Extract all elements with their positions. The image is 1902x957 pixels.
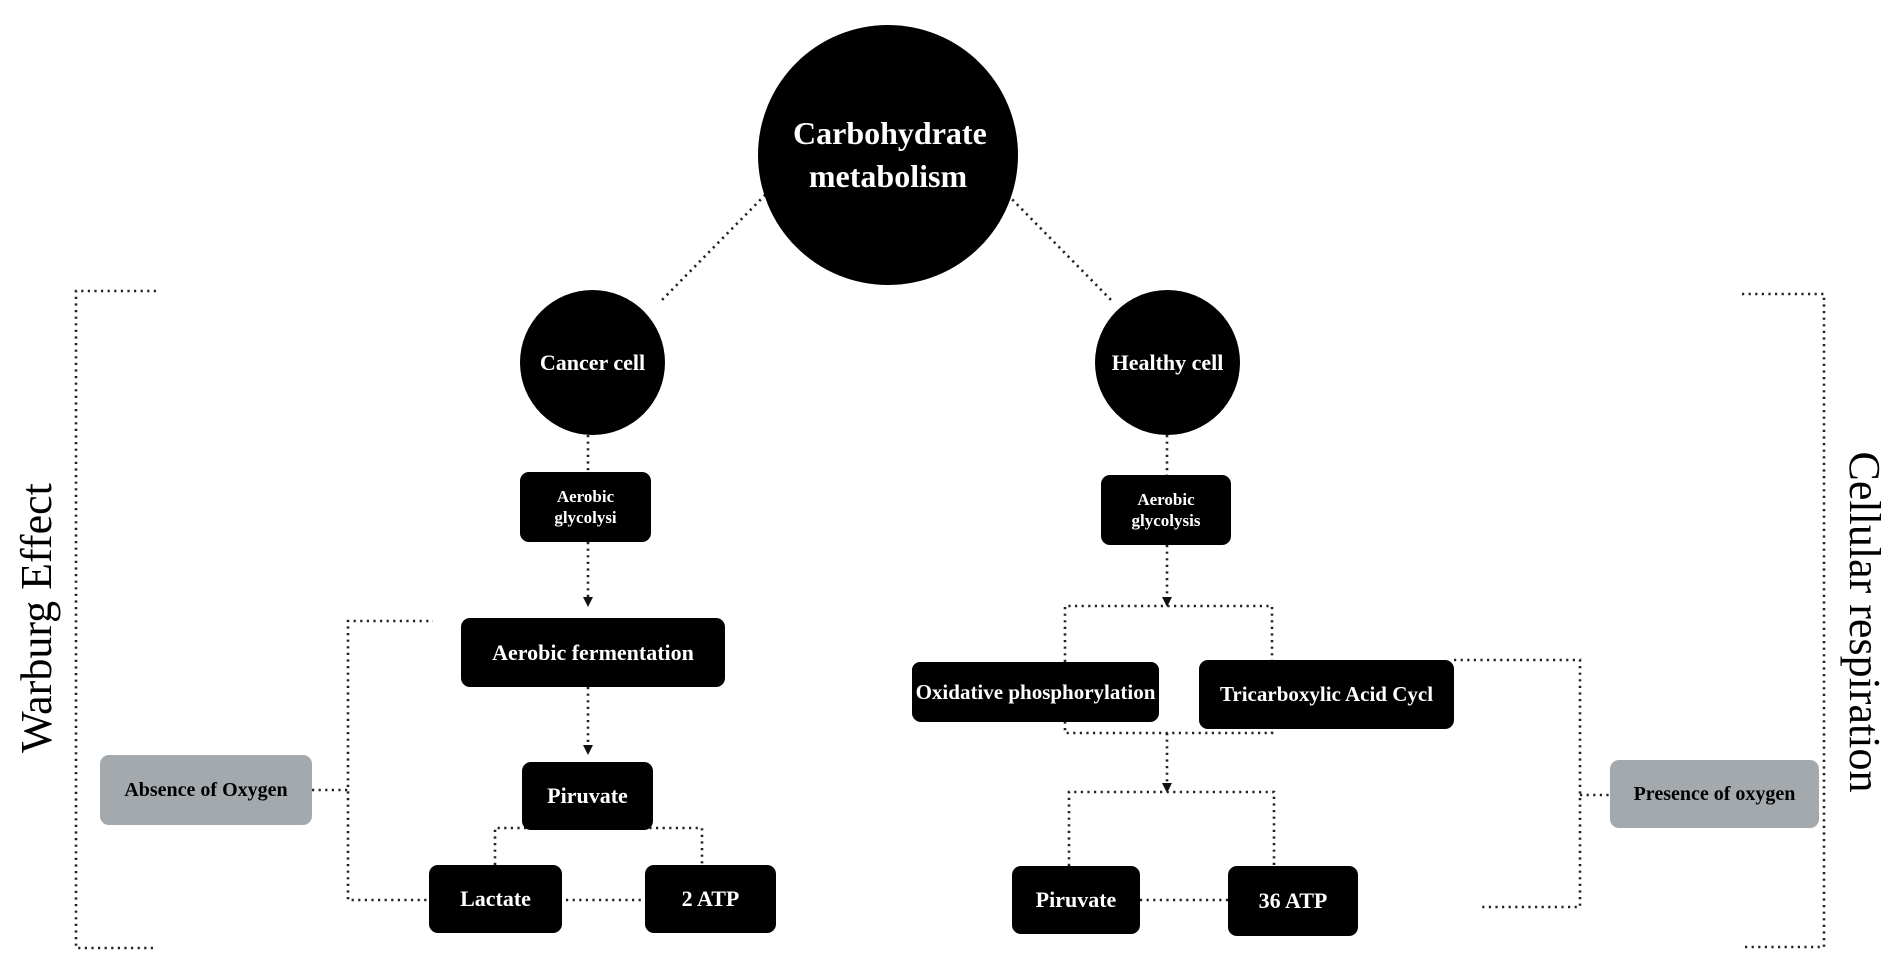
absence-of-oxygen-label: Absence of Oxygen	[124, 778, 288, 801]
lactate-node: Lactate	[429, 865, 562, 933]
absence-of-oxygen-node: Absence of Oxygen	[100, 755, 312, 825]
oxidative-phosphorylation-label: Oxidative phosphorylation	[915, 680, 1156, 704]
aerobic-fermentation-label: Aerobic fermentation	[492, 639, 694, 665]
tca-cycle-label: Tricarboxylic Acid Cycl	[1219, 682, 1434, 707]
healthy-pyruvate-node: Piruvate	[1012, 866, 1140, 934]
cancer-aerobic-glycolysis-node: Aerobic glycolysi	[520, 472, 651, 542]
connector-warburg-loop	[346, 619, 433, 902]
cancer-cell-node: Cancer cell	[520, 290, 665, 435]
presence-of-oxygen-label: Presence of oxygen	[1633, 782, 1796, 805]
bracket-cellular-respiration	[1742, 292, 1826, 949]
connector-products-split-healthy	[1067, 790, 1276, 866]
two-atp-node: 2 ATP	[645, 865, 776, 933]
root-node-label: Carbohydrate metabolism	[793, 114, 987, 194]
thirty-six-atp-label: 36 ATP	[1258, 888, 1328, 914]
connector-root-to-healthy-cell	[1002, 189, 1114, 303]
connector-respiration-loop	[1454, 658, 1582, 909]
connector-split-to-oxphos-tca	[1063, 604, 1274, 662]
cancer-pyruvate-node: Piruvate	[522, 762, 653, 830]
healthy-aerobic-glycolysis-label: Aerobic glycolysis	[1131, 489, 1201, 530]
lactate-label: Lactate	[460, 886, 531, 912]
warburg-effect-label: Warburg Effect	[12, 483, 61, 753]
two-atp-label: 2 ATP	[681, 886, 740, 912]
connector-pyruvate-split-cancer	[493, 826, 704, 865]
cancer-pyruvate-label: Piruvate	[547, 783, 628, 809]
aerobic-fermentation-node: Aerobic fermentation	[461, 618, 725, 687]
thirty-six-atp-node: 36 ATP	[1228, 866, 1358, 936]
bracket-warburg-effect	[74, 289, 156, 950]
root-node-carbohydrate-metabolism: Carbohydrate metabolism	[758, 25, 1018, 285]
presence-of-oxygen-node: Presence of oxygen	[1610, 760, 1819, 828]
healthy-cell-label: Healthy cell	[1111, 349, 1224, 375]
cellular-respiration-label: Cellular respiration	[1840, 451, 1889, 793]
tca-cycle-node: Tricarboxylic Acid Cycl	[1199, 660, 1454, 729]
oxidative-phosphorylation-main: Oxidative phosphorylation	[912, 662, 1159, 723]
healthy-pyruvate-label: Piruvate	[1035, 887, 1117, 913]
cancer-aerobic-glycolysis-label: Aerobic glycolysi	[554, 486, 617, 527]
healthy-cell-node: Healthy cell	[1095, 290, 1240, 435]
cancer-cell-label: Cancer cell	[539, 349, 646, 375]
healthy-aerobic-glycolysis-node: Aerobic glycolysis	[1101, 475, 1231, 545]
connector-root-to-cancer-cell	[659, 189, 771, 303]
